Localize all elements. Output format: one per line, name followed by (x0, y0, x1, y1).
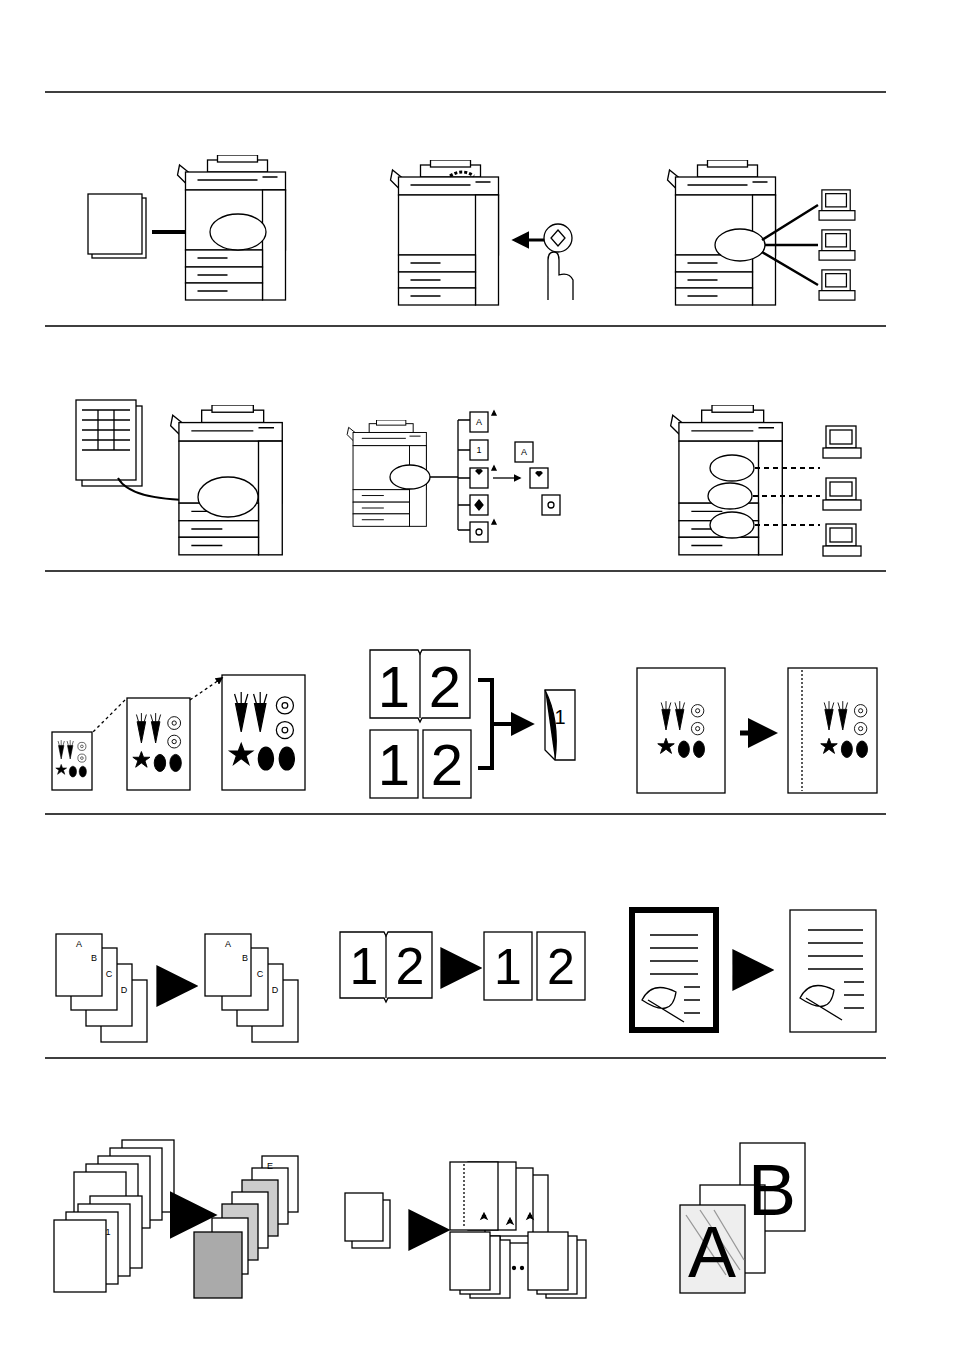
page-letter: 1 (554, 707, 565, 727)
page-letter: A (521, 448, 527, 457)
page-letter: C (106, 970, 113, 979)
page-letter: B (242, 954, 248, 963)
page-letter: A (76, 940, 82, 949)
page-number: 2 (396, 940, 425, 992)
page-number: 2 (429, 658, 461, 716)
page-letter: A (476, 418, 482, 427)
page-letter: 1 (105, 1228, 110, 1237)
page-number: B (748, 1154, 796, 1226)
page-number: 1 (378, 736, 410, 794)
page-letter: E (267, 1162, 273, 1171)
page-letter: D (121, 986, 128, 995)
page-number: A (688, 1216, 736, 1288)
page-letter: C (257, 970, 264, 979)
page-letter: B (91, 954, 97, 963)
page-number: 2 (547, 942, 575, 992)
page-letter: D (272, 986, 279, 995)
page-number: 1 (378, 658, 410, 716)
page-number: 1 (494, 942, 522, 992)
page-number: 2 (431, 736, 463, 794)
page-letter: A (225, 940, 231, 949)
page-letter: 1 (476, 446, 481, 455)
page-number: 1 (350, 940, 379, 992)
